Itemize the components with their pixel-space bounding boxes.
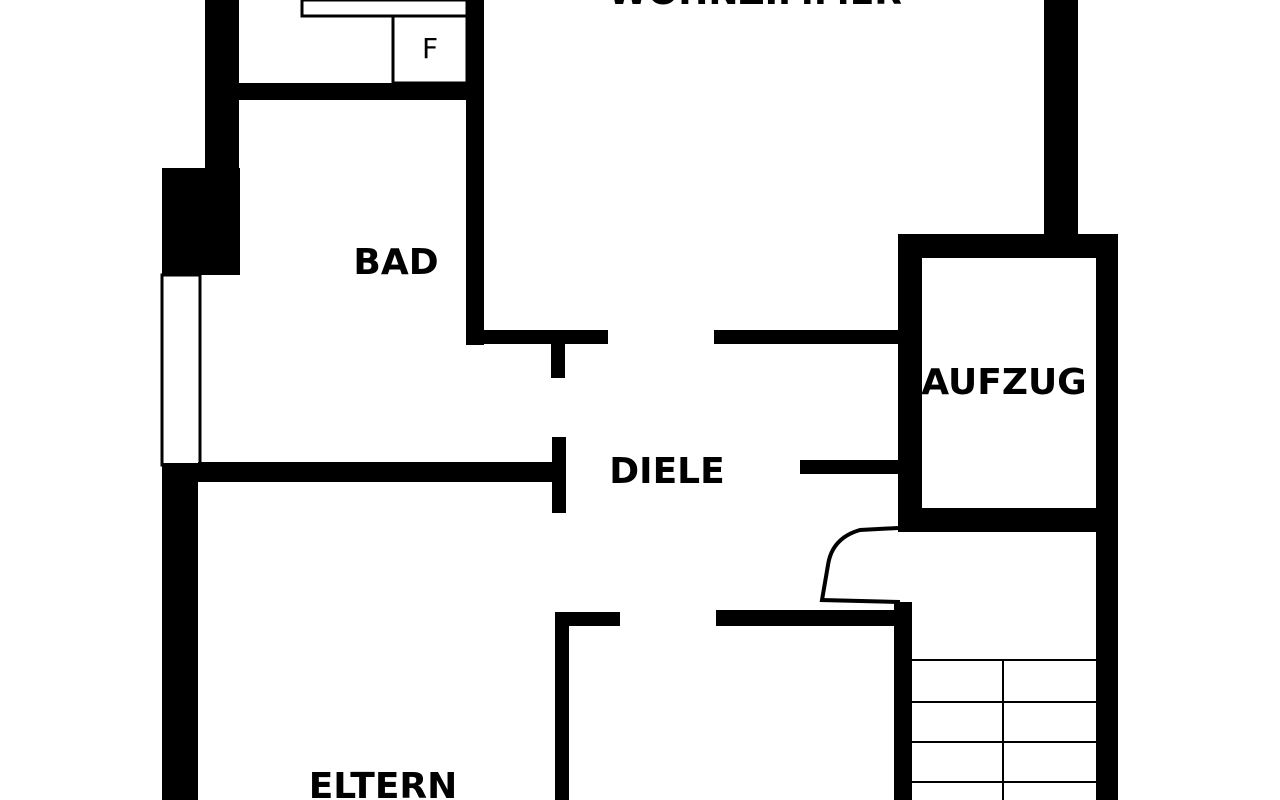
room-label-eltern: ELTERN [309,766,458,800]
wall-bottom-left [162,463,198,800]
wall-wohnzimmer-right [1044,0,1078,240]
wall-bad-right [466,0,484,345]
wall-eltern-top [198,462,560,482]
walls [160,0,1118,800]
fridge-label: F [422,32,438,65]
room-label-bad: BAD [353,242,438,283]
wall-kitchen-bottom [239,83,471,100]
stair-landing-curve [819,526,901,604]
wall-stub-eltern-door [552,437,566,513]
wall-eltern-right [555,612,569,800]
room-label-aufzug: AUFZUG [921,362,1086,403]
fridge-box [391,14,469,85]
kitchen-counter [300,0,469,18]
stairs [912,659,1096,800]
room-label-diele: DIELE [609,451,724,492]
wall-pillar-left [162,168,240,275]
wall-diele-bottom-right [716,610,912,626]
room-label-wohnzimmer: WOHNZIMMER [608,0,902,13]
kitchen-fixtures [300,0,469,85]
wall-bad-bottom [466,330,608,344]
wall-aufzug-bottom [898,508,1118,532]
wall-aufzug-top [898,234,1118,258]
wall-aufzug-left [898,234,922,530]
wall-stub-diele-right [800,460,900,474]
window-left [160,273,202,467]
wall-diele-bottom-left [555,612,620,626]
wall-wohnzimmer-bottom-right [714,330,904,344]
wall-stairs-left [894,602,912,800]
wall-stub-bad-door [551,330,565,378]
